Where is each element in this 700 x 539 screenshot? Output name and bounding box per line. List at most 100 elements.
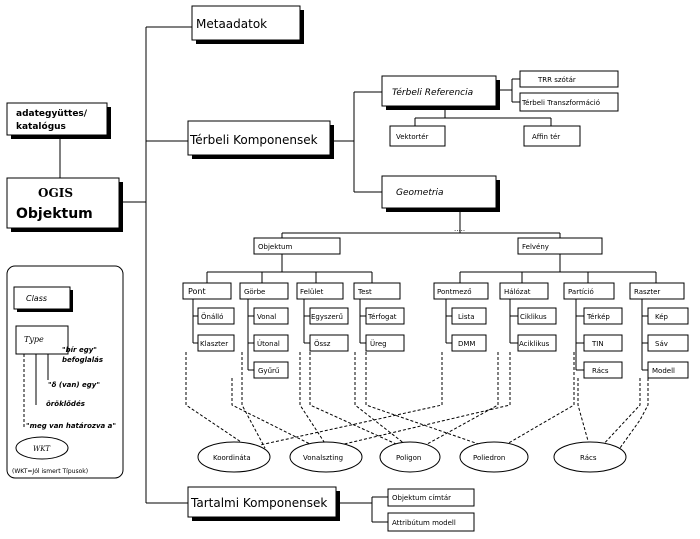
racs-node-box: Rács [583,361,623,379]
racs-ellipse: Rács [553,441,627,473]
terbeli-referencia-box: Térbeli Referencia [381,75,500,110]
svg-text:Felület: Felület [300,288,324,296]
svg-text:Üreg: Üreg [370,339,387,348]
svg-text:Térbeli Komponensek: Térbeli Komponensek [189,133,318,147]
svg-text:Tartalmi Komponensek: Tartalmi Komponensek [190,496,327,510]
svg-text:Vonal: Vonal [257,313,276,321]
tin-box: TIN [583,334,623,352]
svg-text:Térfogat: Térfogat [367,313,397,321]
svg-text:Hálózat: Hálózat [504,288,531,296]
svg-text:Útonal: Útonal [257,339,280,348]
terfogat-box: Térfogat [365,307,405,325]
koordinata-ellipse: Koordináta [197,441,271,473]
svg-text:Aciklikus: Aciklikus [519,340,550,348]
egyszeru-box: Egyszerű [309,307,349,325]
svg-text:Gyűrű: Gyűrű [258,366,279,375]
attributum-modell-box: Attribútum modell [387,512,475,532]
vonal-box: Vonal [253,307,289,325]
klaszter-box: Klaszter [197,334,235,352]
ellipsis-text: ..... [454,225,465,233]
ureg-box: Üreg [365,334,405,352]
adategyuttes-box: adategyüttes/ katalógus [6,102,111,139]
svg-text:Sáv: Sáv [655,340,668,348]
aciklikus-box: Aciklikus [517,334,557,352]
felveny-box: Felvény [517,237,603,255]
terkep-box: Térkép [583,307,623,325]
svg-text:Affin tér: Affin tér [532,133,560,141]
svg-text:Klaszter: Klaszter [200,340,228,348]
svg-text:katalógus: katalógus [16,121,66,132]
utonal-box: Útonal [253,334,289,352]
connector-lines [59,26,657,523]
svg-text:Poliedron: Poliedron [473,454,505,462]
onallo-box: Önálló [197,307,235,325]
tartalmi-komponensek-box: Tartalmi Komponensek [187,486,340,521]
sav-box: Sáv [647,334,689,352]
felulet-box: Felület [296,282,344,300]
legend-wkt-full: (WKT=Jól ismert Típusok) [12,468,88,475]
svg-text:Kép: Kép [655,313,669,321]
svg-text:Egyszerű: Egyszerű [311,312,343,321]
particio-box: Partíció [563,282,615,300]
legend-bir-egy: "bír egy" [62,346,97,354]
poligon-ellipse: Poligon [379,441,441,473]
legend-befoglalas: befoglalás [62,356,103,364]
vektorter-box: Vektortér [389,125,446,147]
affinter-box: Affin tér [523,125,581,147]
svg-text:TRR szótár: TRR szótár [537,76,576,84]
svg-text:Metaadatok: Metaadatok [196,17,267,31]
svg-text:adategyüttes/: adategyüttes/ [16,109,88,119]
legend-oroklodes: öröklődés [46,399,85,408]
svg-text:Modell: Modell [652,367,675,375]
legend-wkt: WKT [33,445,51,453]
svg-text:Vonalszting: Vonalszting [303,454,343,462]
svg-text:Ciklikus: Ciklikus [520,313,547,321]
raszter-box: Raszter [629,282,685,300]
svg-text:Térbeli Transzformáció: Térbeli Transzformáció [521,99,600,107]
svg-text:Görbe: Görbe [244,288,265,296]
vonalszting-ellipse: Vonalszting [289,441,363,473]
svg-text:Koordináta: Koordináta [213,454,251,462]
trr-szotar-box: TRR szótár [519,70,619,88]
svg-text:TIN: TIN [591,340,604,348]
test-box: Test [353,282,401,300]
legend: Class Type "bír egy" befoglalás "δ (van)… [6,265,124,479]
svg-text:Össz: Össz [314,339,331,348]
svg-text:Geometria: Geometria [396,188,444,198]
svg-text:Lista: Lista [458,313,475,321]
objektum-cimtar-box: Objektum címtár [387,488,475,507]
svg-text:Térbeli Referencia: Térbeli Referencia [392,87,473,98]
svg-text:Vektortér: Vektortér [396,133,429,141]
svg-text:Felvény: Felvény [522,243,549,251]
legend-meg-van: "meg van határozva a" [26,422,116,430]
svg-text:Objektum: Objektum [258,243,292,251]
gorbe-box: Görbe [239,282,289,300]
svg-text:Objektum: Objektum [16,206,93,222]
terbeli-komponensek-box: Térbeli Komponensek [187,120,334,159]
svg-text:Pont: Pont [188,287,206,296]
kep-box: Kép [647,307,689,325]
svg-text:Test: Test [357,288,372,296]
svg-text:Térkép: Térkép [586,313,610,321]
svg-text:Objektum címtár: Objektum címtár [392,494,451,502]
legend-van-egy: "δ (van) egy" [48,381,100,389]
svg-text:Rács: Rács [592,367,609,375]
legend-type-label: Type [24,335,44,344]
legend-class-label: Class [26,294,47,303]
svg-text:Attribútum modell: Attribútum modell [392,519,456,527]
svg-text:Partíció: Partíció [568,288,594,296]
poliedron-ellipse: Poliedron [459,441,529,473]
objektum-box: Objektum [253,237,341,255]
terbeli-transzformacio-box: Térbeli Transzformáció [519,92,619,112]
ossz-box: Össz [309,334,349,352]
halozat-box: Hálózat [499,282,549,300]
dashed-connectors [185,352,649,449]
svg-text:Rács: Rács [580,454,597,462]
geometria-box: Geometria [381,175,500,212]
pontmezo-box: Pontmező [433,282,489,300]
svg-text:OGIS: OGIS [38,186,73,200]
svg-text:DMM: DMM [458,340,475,348]
ogis-objektum-box: OGIS Objektum [6,177,123,232]
svg-text:Raszter: Raszter [634,288,660,296]
